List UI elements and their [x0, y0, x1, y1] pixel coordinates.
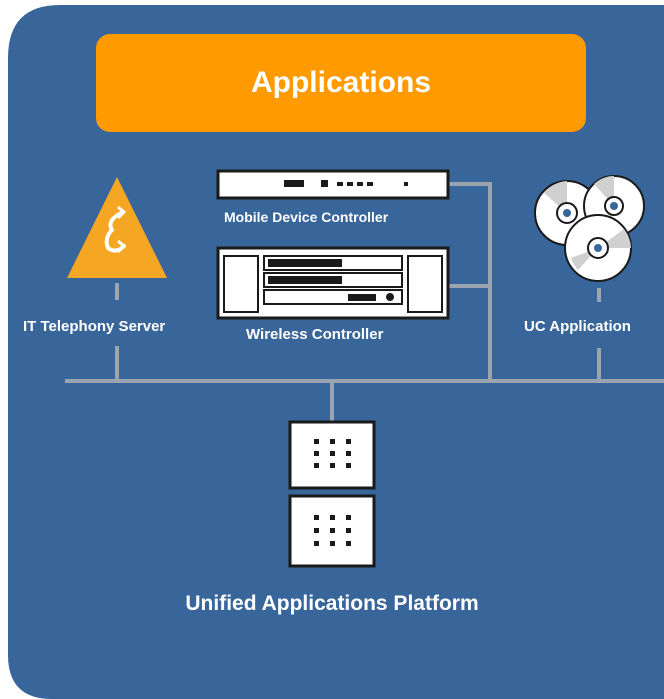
server-stack-icon	[288, 420, 376, 568]
platform-label: Unified Applications Platform	[185, 592, 479, 615]
it-telephony-server-label: IT Telephony Server	[23, 318, 166, 335]
applications-banner	[96, 34, 586, 132]
uc-application-label: UC Application	[524, 318, 631, 335]
diagram-panel	[8, 5, 664, 699]
rack-appliance-icon	[216, 169, 450, 200]
wireless-controller-label: Wireless Controller	[246, 326, 384, 343]
mobile-device-controller-label: Mobile Device Controller	[224, 209, 389, 225]
connector-lines	[65, 182, 664, 422]
telephony-server-icon	[67, 177, 167, 278]
chassis-icon	[216, 246, 450, 320]
applications-title: Applications	[250, 66, 431, 99]
cd-stack-icon	[534, 175, 645, 282]
